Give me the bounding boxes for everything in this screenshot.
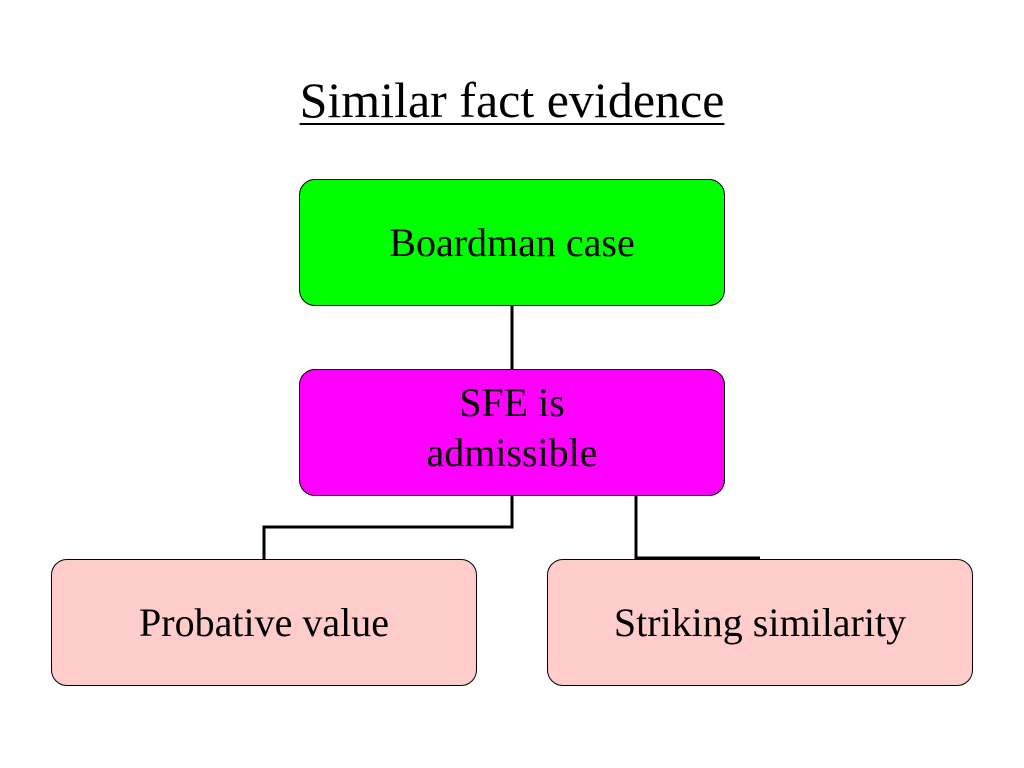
edge-middle-to-left-leaf xyxy=(262,496,514,559)
node-probative-value-label: Probative value xyxy=(139,599,389,645)
node-probative-value: Probative value xyxy=(51,559,477,686)
node-boardman-case-label: Boardman case xyxy=(389,219,635,265)
node-boardman-case: Boardman case xyxy=(299,179,725,306)
edge-middle-to-right-leaf xyxy=(634,496,760,560)
node-sfe-admissible-label: SFE is admissible xyxy=(426,379,598,475)
node-striking-similarity: Striking similarity xyxy=(547,559,973,686)
slide-title: Similar fact evidence xyxy=(299,72,725,128)
node-sfe-admissible: SFE is admissible xyxy=(299,369,725,496)
node-striking-similarity-label: Striking similarity xyxy=(613,599,907,645)
